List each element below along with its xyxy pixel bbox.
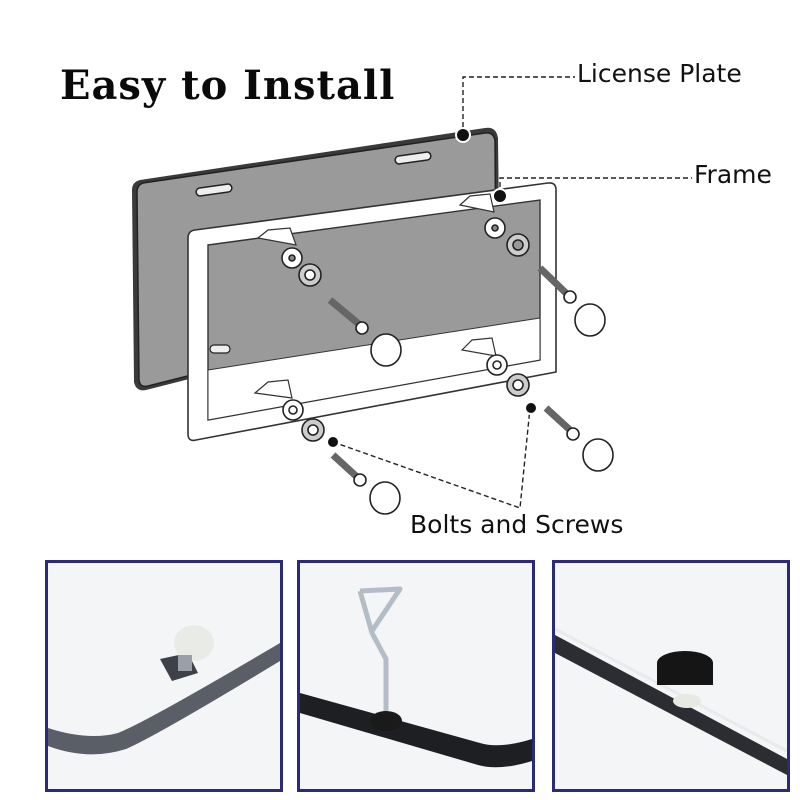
page-title: Easy to Install (60, 62, 396, 109)
bolts-screws-callout: Bolts and Screws (410, 510, 624, 539)
exploded-install-diagram (132, 76, 692, 515)
callout-dots (326, 127, 538, 449)
photo-nut-insert (45, 560, 283, 792)
photo-screw-cap (552, 560, 790, 792)
hardware-illustration (281, 217, 614, 515)
license-plate-callout: License Plate (577, 59, 742, 88)
frame-callout: Frame (694, 160, 772, 189)
photo-wire-tool (297, 560, 535, 792)
callout-lines (332, 76, 692, 509)
